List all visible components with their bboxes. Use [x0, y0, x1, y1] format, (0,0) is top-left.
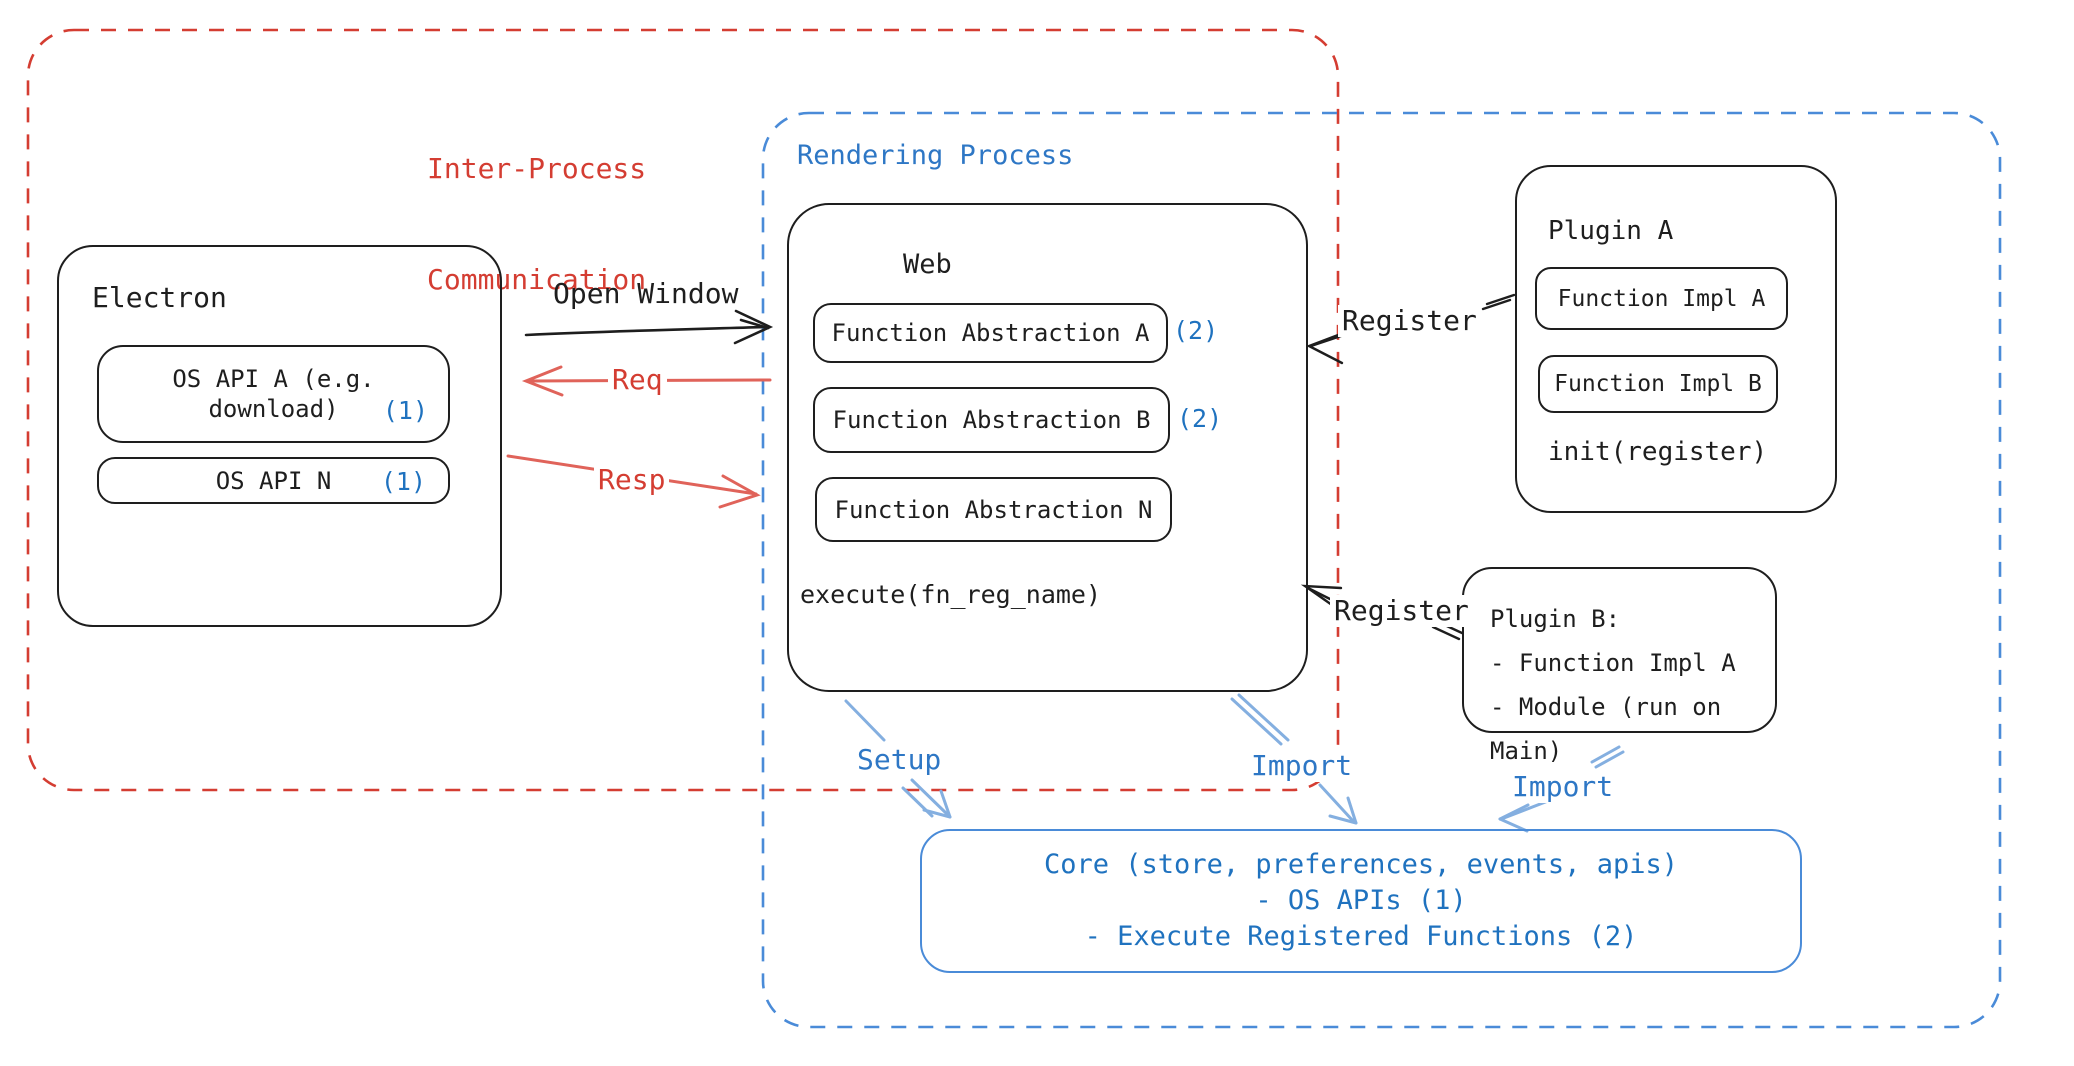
ipc-group-label: Inter-Process Communication: [427, 76, 646, 372]
core-line2: - OS APIs (1): [1255, 885, 1467, 916]
web-title: Web: [903, 249, 952, 280]
plugin-b-item-module: - Module (run on Main): [1490, 693, 1722, 765]
function-abstraction-a-badge: (2): [1173, 316, 1219, 345]
function-abstraction-b-box: Function Abstraction B: [813, 387, 1170, 453]
plugin-b-box: Plugin B: - Function Impl A - Module (ru…: [1462, 567, 1777, 765]
rendering-group-label: Rendering Process: [797, 140, 1074, 171]
function-abstraction-n-box: Function Abstraction N: [815, 477, 1172, 542]
electron-title: Electron: [92, 281, 227, 314]
os-api-n-box: OS API N (1): [97, 457, 450, 504]
function-impl-a-box: Function Impl A: [1535, 267, 1788, 330]
function-impl-a-label: Function Impl A: [1557, 285, 1766, 312]
function-abstraction-a-box: Function Abstraction A: [813, 303, 1168, 363]
open-window-arrow: [524, 309, 774, 345]
rendering-group-boundary: [761, 111, 2002, 1029]
electron-box: [57, 245, 502, 627]
open-window-label: Open Window: [553, 277, 739, 310]
import-plugin-arrow: [1498, 745, 1625, 833]
import-web-label: Import: [1247, 749, 1357, 783]
core-box: Core (store, preferences, events, apis) …: [920, 829, 1802, 973]
os-api-a-label-line2: download): [208, 395, 339, 423]
os-api-a-badge: (1): [382, 396, 428, 425]
function-abstraction-a-label: Function Abstraction A: [831, 319, 1150, 347]
register-bottom-label: Register: [1330, 594, 1473, 628]
os-api-n-label: OS API N: [215, 466, 332, 495]
setup-arrow: [844, 699, 952, 819]
req-label: Req: [608, 363, 667, 397]
function-abstraction-n-label: Function Abstraction N: [834, 495, 1153, 524]
plugin-a-box: [1515, 165, 1837, 513]
function-impl-b-label: Function Impl B: [1554, 371, 1762, 397]
import-plugin-label: Import: [1508, 770, 1618, 804]
os-api-n-badge: (1): [380, 467, 426, 496]
function-abstraction-b-badge: (2): [1177, 404, 1223, 433]
resp-label: Resp: [594, 463, 670, 497]
os-api-a-label-line1: OS API A (e.g.: [172, 365, 375, 393]
function-abstraction-b-label: Function Abstraction B: [832, 406, 1151, 434]
ipc-group-label-line1: Inter-Process: [427, 152, 647, 185]
core-line3: - Execute Registered Functions (2): [1084, 921, 1638, 952]
init-register-label: init(register): [1548, 437, 1768, 467]
setup-label: Setup: [853, 743, 946, 777]
web-box: [787, 203, 1308, 692]
plugin-a-title: Plugin A: [1548, 216, 1674, 246]
register-top-label: Register: [1338, 304, 1481, 338]
function-impl-b-box: Function Impl B: [1538, 355, 1778, 413]
core-line1: Core (store, preferences, events, apis): [1044, 849, 1678, 880]
ipc-group-label-line2: Communication: [427, 263, 647, 296]
execute-label: execute(fn_reg_name): [800, 580, 1102, 609]
ipc-group-boundary: [26, 28, 1340, 792]
import-web-arrow: [1230, 693, 1358, 825]
plugin-b-title: Plugin B:: [1490, 605, 1621, 633]
os-api-a-box: OS API A (e.g. download) (1): [97, 345, 450, 443]
plugin-b-item-impl-a: - Function Impl A: [1490, 649, 1736, 677]
